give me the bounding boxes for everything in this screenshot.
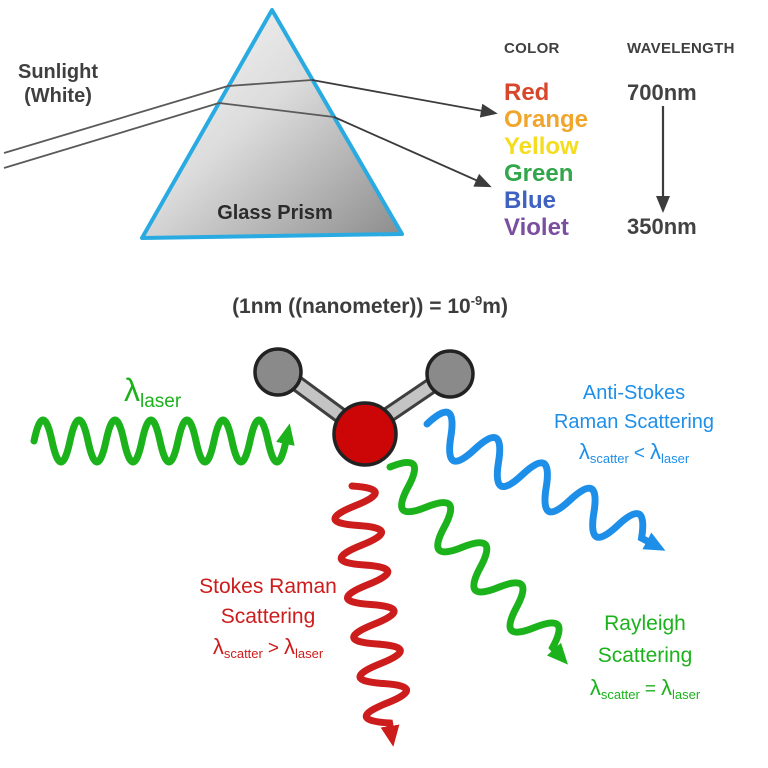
nanometer-note-prefix: (1nm ((nanometer)) = 10: [232, 295, 471, 318]
rayleigh-wave-arrow: [386, 458, 568, 665]
anti-stokes-wave-arrow: [423, 408, 666, 551]
prism-triangle: [140, 8, 404, 240]
lambda-symbol: λ: [212, 634, 224, 659]
hydrogen-atom-right: [425, 349, 475, 399]
nanometer-note: (1nm ((nanometer)) = 10-9m): [170, 293, 570, 319]
anti-stokes-relation: λscatter<λlaser: [524, 437, 744, 469]
color-item-yellow: Yellow: [504, 133, 579, 160]
dispersed-ray-to-blue: [333, 116, 492, 188]
lambda-symbol: λ: [124, 372, 140, 408]
spectrum-color-list: Red Orange Yellow Green Blue Violet: [504, 79, 588, 241]
rayleigh-line2: Scattering: [597, 644, 693, 667]
refracted-ray-upper: [227, 79, 313, 87]
stokes-line2: Scattering: [220, 605, 316, 628]
wavelength-column-header: WAVELENGTH: [627, 40, 735, 57]
scatter-subscript: scatter: [223, 646, 263, 661]
lambda-symbol: λ: [660, 675, 672, 700]
anti-stokes-line2: Raman Scattering: [553, 411, 715, 433]
anti-stokes-line1: Anti-Stokes: [582, 382, 686, 404]
less-than-operator: <: [633, 443, 645, 464]
lambda-symbol: λ: [283, 634, 295, 659]
stokes-line1: Stokes Raman: [199, 575, 337, 598]
laser-wavelength-label: λlaser: [124, 372, 182, 412]
wavelength-700nm: 700nm: [627, 80, 697, 105]
sunlight-label-line1: Sunlight: [18, 61, 98, 83]
lambda-symbol: λ: [589, 675, 601, 700]
stokes-label: Stokes Raman Scattering λscatter>λlaser: [157, 572, 379, 665]
anti-stokes-label: Anti-Stokes Raman Scattering λscatter<λl…: [524, 379, 744, 469]
greater-than-operator: >: [267, 638, 279, 659]
hydrogen-atom-left: [253, 347, 303, 397]
sunlight-ray-upper: [3, 85, 229, 154]
scatter-subscript: scatter: [600, 687, 640, 702]
laser-subscript: laser: [294, 646, 324, 661]
color-column-header: COLOR: [504, 40, 560, 57]
dispersed-ray-to-orange: [311, 79, 498, 118]
water-molecule: [253, 347, 475, 467]
color-item-blue: Blue: [504, 187, 557, 214]
sunlight-ray-lower: [3, 102, 220, 169]
stokes-relation: λscatter>λlaser: [157, 632, 379, 665]
lambda-symbol: λ: [649, 439, 661, 464]
color-item-violet: Violet: [504, 214, 569, 241]
glass-prism-label: Glass Prism: [217, 202, 333, 224]
lambda-symbol: λ: [578, 439, 590, 464]
stokes-wave-arrow: [331, 482, 410, 747]
oxygen-atom: [332, 401, 398, 467]
sunlight-label: Sunlight (White): [6, 60, 110, 108]
scatter-subscript: scatter: [589, 451, 629, 466]
nanometer-note-suffix: m): [482, 295, 508, 318]
color-item-red: Red: [504, 79, 550, 106]
laser-subscript: laser: [140, 391, 182, 412]
nanometer-note-exponent: -9: [470, 293, 483, 308]
wavelength-350nm: 350nm: [627, 214, 697, 239]
equals-operator: =: [644, 679, 656, 700]
color-item-green: Green: [504, 160, 574, 187]
rayleigh-relation: λscatter=λlaser: [543, 672, 747, 707]
laser-subscript: laser: [671, 687, 701, 702]
rayleigh-line1: Rayleigh: [604, 612, 686, 635]
laser-subscript: laser: [660, 451, 690, 466]
color-item-orange: Orange: [504, 106, 589, 133]
laser-wave-arrow: [30, 416, 295, 466]
rayleigh-label: Rayleigh Scattering λscatter=λlaser: [543, 608, 747, 707]
sunlight-label-line2: (White): [24, 85, 92, 107]
refracted-ray-lower: [218, 102, 335, 118]
